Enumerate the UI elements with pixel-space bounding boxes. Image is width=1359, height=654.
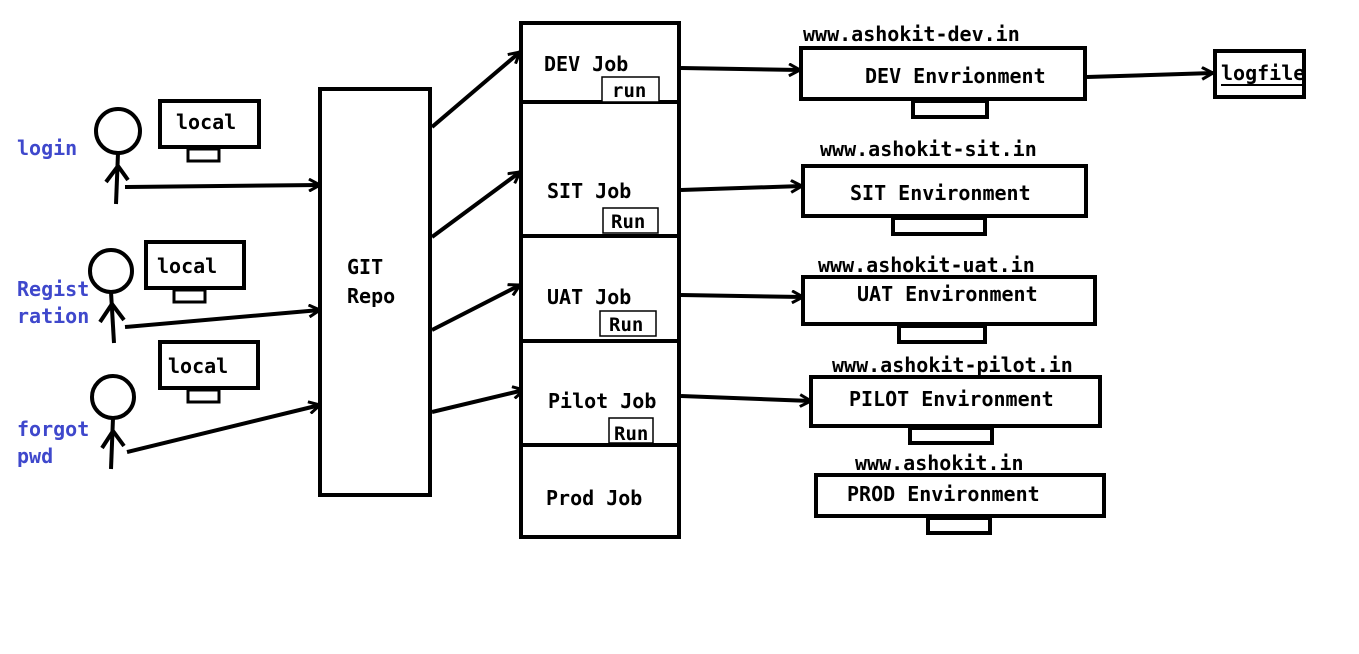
job-name-prod: Prod Job (546, 486, 642, 510)
logfile-label: logfile (1221, 61, 1305, 85)
arrow-sit-job-to-env (680, 186, 802, 190)
env-stand-dev (911, 99, 989, 119)
person-legs-icon (98, 300, 126, 324)
git-repo-label-line2: Repo (347, 284, 395, 308)
person-legs-icon (104, 162, 130, 184)
logfile-box (1213, 49, 1306, 99)
monitor-screen (158, 99, 261, 149)
arrow-repo-to-dev-job (430, 52, 520, 129)
env-box-sit (801, 164, 1088, 218)
job-name-uat: UAT Job (547, 285, 631, 309)
run-button-uat[interactable]: Run (599, 310, 657, 337)
git-repo-box (318, 87, 432, 497)
arrow-repo-to-uat-job (431, 285, 520, 332)
job-sit: SIT Job Run (547, 179, 659, 234)
person-legs-icon (100, 427, 126, 450)
run-button-dev[interactable]: run (601, 76, 660, 103)
run-button-dev-label: run (612, 80, 646, 102)
env-name-prod: PROD Environment (847, 482, 1040, 506)
arrow-login-to-repo (124, 185, 320, 187)
env-stand-prod (926, 516, 992, 535)
local-label-registration: local (157, 254, 217, 278)
local-machine-login: local (158, 99, 261, 163)
env-stand-pilot (908, 426, 994, 445)
job-name-sit: SIT Job (547, 179, 631, 203)
job-pilot: Pilot Job Run (548, 389, 656, 445)
env-box-prod (814, 473, 1106, 518)
user-label-forgot-line2: pwd (17, 444, 53, 468)
env-url-prod: www.ashokit.in (855, 451, 1024, 475)
env-name-sit: SIT Environment (850, 181, 1031, 205)
user-label-login: login (17, 136, 77, 160)
person-body-line (114, 152, 120, 205)
environment-dev: www.ashokit-dev.in DEV Envrionment (799, 22, 1087, 119)
local-machine-registration: local (144, 240, 246, 304)
user-label-registration-line1: Regist (17, 277, 89, 301)
user-label-forgot-line1: forgot (17, 417, 89, 441)
run-button-sit-label: Run (611, 211, 645, 233)
environment-sit: www.ashokit-sit.in SIT Environment (801, 137, 1088, 236)
arrow-registration-to-repo (124, 310, 320, 329)
user-label-registration-line2: ration (17, 304, 89, 328)
env-url-pilot: www.ashokit-pilot.in (832, 353, 1073, 377)
env-url-dev: www.ashokit-dev.in (803, 22, 1020, 46)
arrow-forgot-to-repo (126, 405, 320, 454)
user-forgot-pwd: forgot pwd local (17, 340, 320, 470)
monitor-screen (158, 340, 260, 390)
local-label-login: local (176, 110, 236, 134)
git-repo: GIT Repo (318, 87, 432, 497)
env-stand-sit (891, 216, 987, 236)
git-repo-label-line1: GIT (347, 255, 383, 279)
monitor-screen (144, 240, 246, 290)
env-url-uat: www.ashokit-uat.in (818, 253, 1035, 277)
environment-prod: www.ashokit.in PROD Environment (814, 451, 1106, 535)
person-body-line (109, 417, 115, 470)
monitor-stand (186, 147, 221, 163)
person-head-icon (88, 248, 134, 294)
env-name-uat: UAT Environment (857, 282, 1038, 306)
run-button-sit[interactable]: Run (602, 207, 659, 234)
run-button-pilot-label: Run (614, 423, 648, 445)
jobs-outer-box (519, 21, 681, 539)
jobs-column: DEV Job run SIT Job Run UAT Job Run Pilo… (519, 21, 681, 539)
person-body-line (109, 291, 116, 344)
monitor-stand (186, 388, 221, 404)
env-name-dev: DEV Envrionment (865, 64, 1046, 88)
job-name-dev: DEV Job (544, 52, 628, 76)
environment-uat: www.ashokit-uat.in UAT Environment (801, 253, 1097, 344)
logfile: logfile (1213, 49, 1306, 99)
user-registration: Regist ration local (17, 240, 320, 344)
environment-pilot: www.ashokit-pilot.in PILOT Environment (809, 353, 1102, 445)
job-dev: DEV Job run (544, 52, 660, 103)
arrow-repo-to-sit-job (430, 172, 520, 239)
arrow-dev-env-to-logfile (1086, 73, 1213, 77)
arrow-dev-job-to-env (680, 68, 800, 70)
job-name-pilot: Pilot Job (548, 389, 656, 413)
person-head-icon (90, 374, 136, 420)
user-login: login local (17, 99, 320, 205)
arrow-repo-to-pilot-job (431, 390, 524, 414)
env-name-pilot: PILOT Environment (849, 387, 1054, 411)
monitor-stand (172, 288, 207, 304)
local-label-forgot: local (168, 354, 228, 378)
job-prod: Prod Job (546, 486, 642, 510)
run-button-uat-label: Run (609, 314, 643, 336)
env-box-pilot (809, 375, 1102, 428)
arrow-uat-job-to-env (680, 295, 803, 297)
arrow-pilot-job-to-env (680, 396, 811, 401)
env-url-sit: www.ashokit-sit.in (820, 137, 1037, 161)
run-button-pilot[interactable]: Run (608, 417, 654, 445)
job-uat: UAT Job Run (547, 285, 657, 337)
env-stand-uat (897, 324, 987, 344)
local-machine-forgot: local (158, 340, 260, 404)
person-head-icon (94, 107, 142, 155)
